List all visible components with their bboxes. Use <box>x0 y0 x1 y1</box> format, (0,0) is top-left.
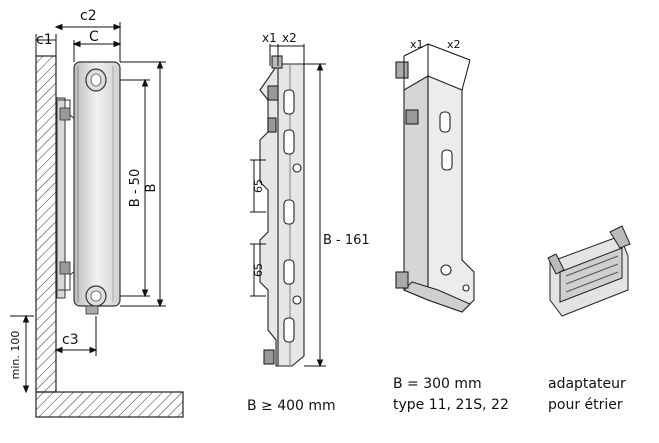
dimension-lines-bracket-tall <box>250 44 326 368</box>
label-x2-tall: x2 <box>282 31 297 45</box>
dimension-lines-radiator <box>10 22 166 394</box>
label-x1-short: x1 <box>410 38 424 51</box>
floor <box>35 391 184 418</box>
label-min-100: min. 100 <box>9 331 22 380</box>
adapter <box>547 225 631 317</box>
caption-bracket-300-types: type 11, 21S, 22 <box>393 397 509 413</box>
label-x2-short: x2 <box>447 38 461 51</box>
radiator-side-view <box>56 61 121 315</box>
bracket-short <box>395 61 475 313</box>
label-c3: c3 <box>62 332 79 348</box>
label-b-minus-161: B - 161 <box>323 233 370 248</box>
caption-adapter-purpose: pour étrier <box>548 397 623 413</box>
wall <box>35 55 57 393</box>
label-c: C <box>89 29 99 45</box>
label-65-lower: 65 <box>252 263 265 277</box>
label-c1: c1 <box>36 32 53 48</box>
bracket-tall <box>259 55 305 367</box>
label-65-upper: 65 <box>252 179 265 193</box>
label-b: B <box>144 184 159 193</box>
caption-bracket-400: B ≥ 400 mm <box>247 398 336 414</box>
label-b-minus-50: B - 50 <box>128 169 143 207</box>
label-c2: c2 <box>80 8 97 24</box>
label-x1-tall: x1 <box>262 31 277 45</box>
caption-bracket-300: B = 300 mm <box>393 376 482 392</box>
caption-adapter: adaptateur <box>548 376 626 392</box>
dimension-lines-bracket-short <box>403 43 471 91</box>
